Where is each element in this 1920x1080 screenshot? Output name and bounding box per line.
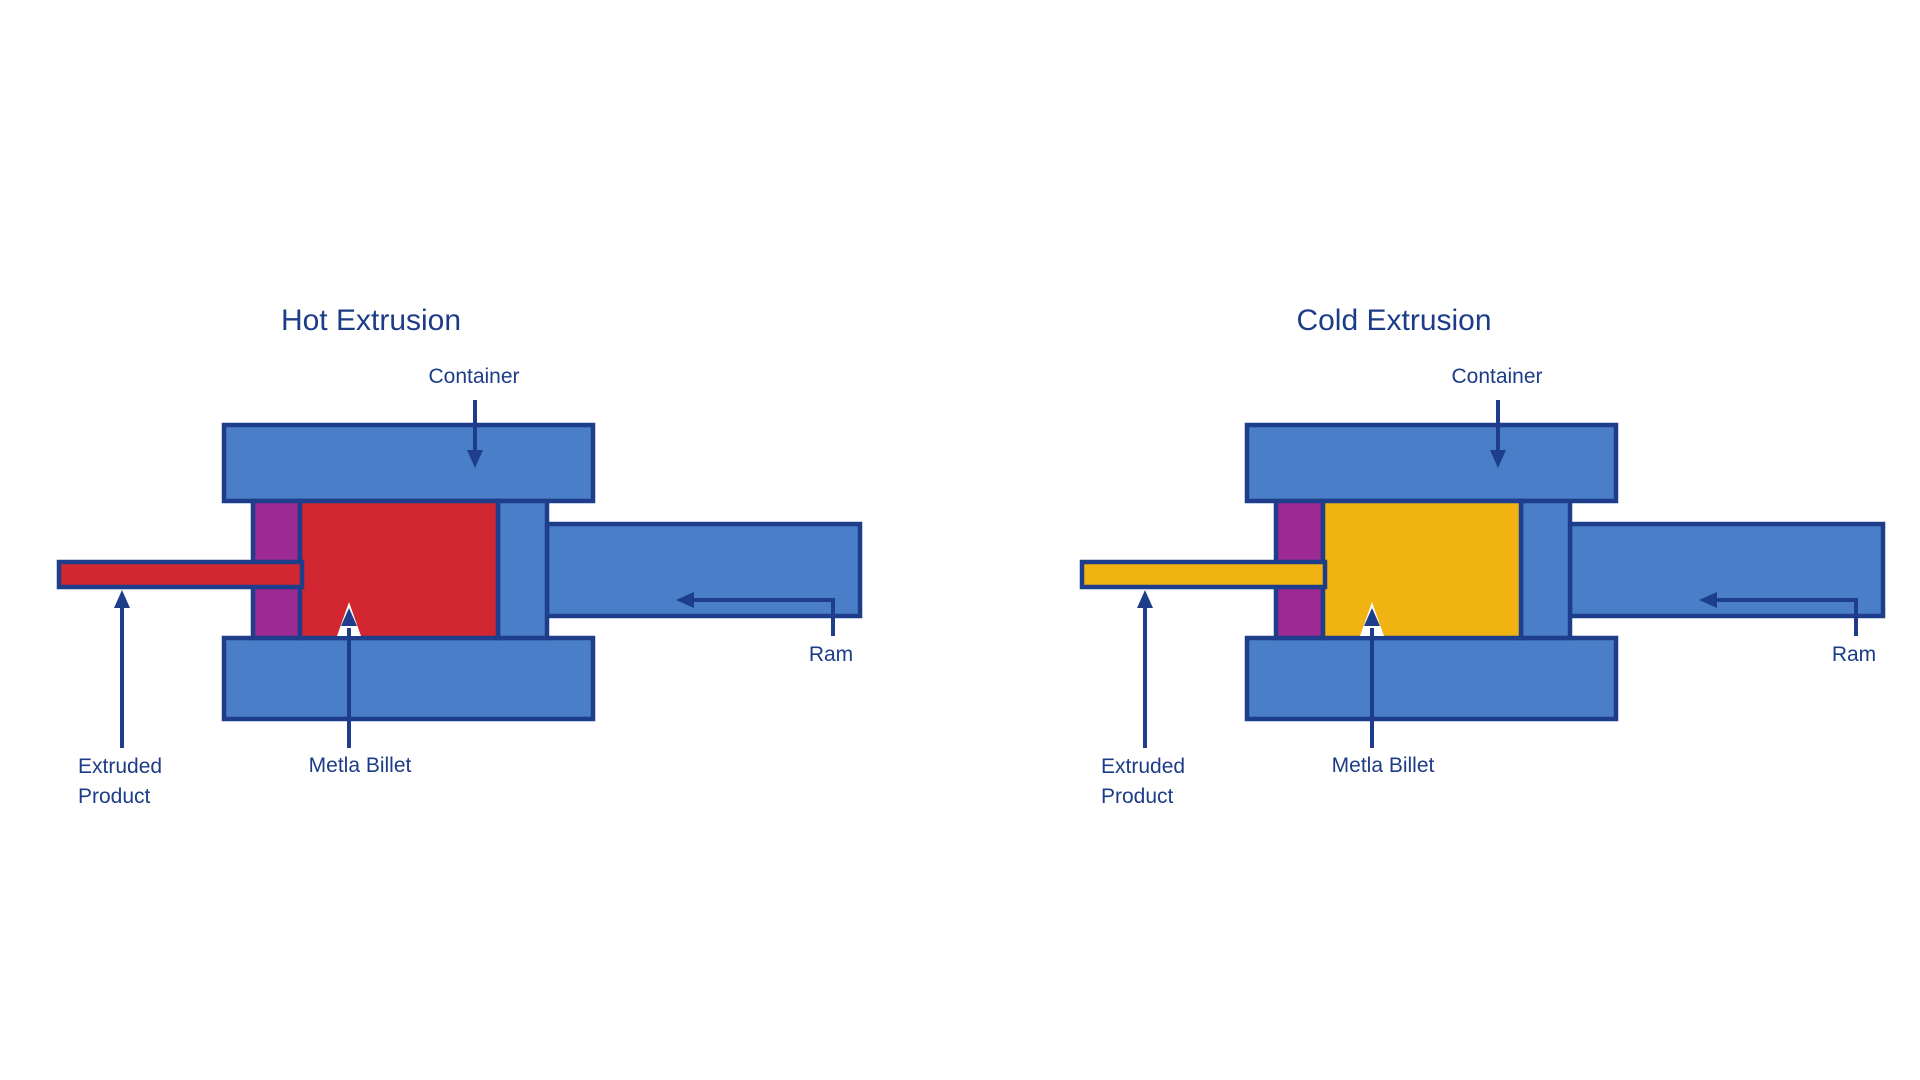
ram-shaft (544, 521, 863, 619)
container-arrowhead (1490, 450, 1506, 468)
billet-arrowhead (341, 608, 357, 626)
ram-arrowhead (676, 592, 694, 608)
dummy-block (495, 498, 550, 641)
cold-extrusion-drawing (1079, 400, 1886, 748)
container-top-block (1244, 422, 1619, 504)
cold-ram-label: Ram (1831, 643, 1877, 666)
metal-billet (297, 498, 501, 641)
container-bottom-block (221, 635, 596, 722)
ram-shaft (1567, 521, 1886, 619)
cold-extruded-product-label: Extruded Product (1101, 752, 1185, 812)
extruded-product-arrowhead (114, 590, 130, 608)
ram-arrowhead (1699, 592, 1717, 608)
cold-container-label: Container (1451, 365, 1543, 388)
hot-extruded-product-label-line1: Extruded (78, 755, 163, 778)
cold-extrusion-title: Cold Extrusion (1296, 304, 1492, 337)
hot-metal-billet-label: Metla Billet (308, 754, 412, 777)
dummy-block (1518, 498, 1573, 641)
cold-extruded-product-label-line2: Product (1101, 785, 1174, 808)
extruded-product-strip (1079, 559, 1328, 590)
container-arrowhead (467, 450, 483, 468)
hot-extrusion-drawing (56, 400, 863, 748)
hot-container-label: Container (428, 365, 520, 388)
container-top-block (221, 422, 596, 504)
container-bottom-block (1244, 635, 1619, 722)
extruded-product-arrowhead (1137, 590, 1153, 608)
hot-ram-label: Ram (808, 643, 854, 666)
metal-billet (1320, 498, 1524, 641)
extruded-product-strip (56, 559, 305, 590)
ram-arrow (1713, 598, 1858, 636)
cold-extruded-product-label-line1: Extruded (1101, 755, 1186, 778)
hot-extruded-product-label-line2: Product (78, 785, 151, 808)
cold-metal-billet-label: Metla Billet (1331, 754, 1435, 777)
billet-arrowhead (1364, 608, 1380, 626)
hot-extrusion-title: Hot Extrusion (280, 304, 462, 337)
ram-arrow (690, 598, 835, 636)
hot-extruded-product-label: Extruded Product (78, 752, 162, 812)
